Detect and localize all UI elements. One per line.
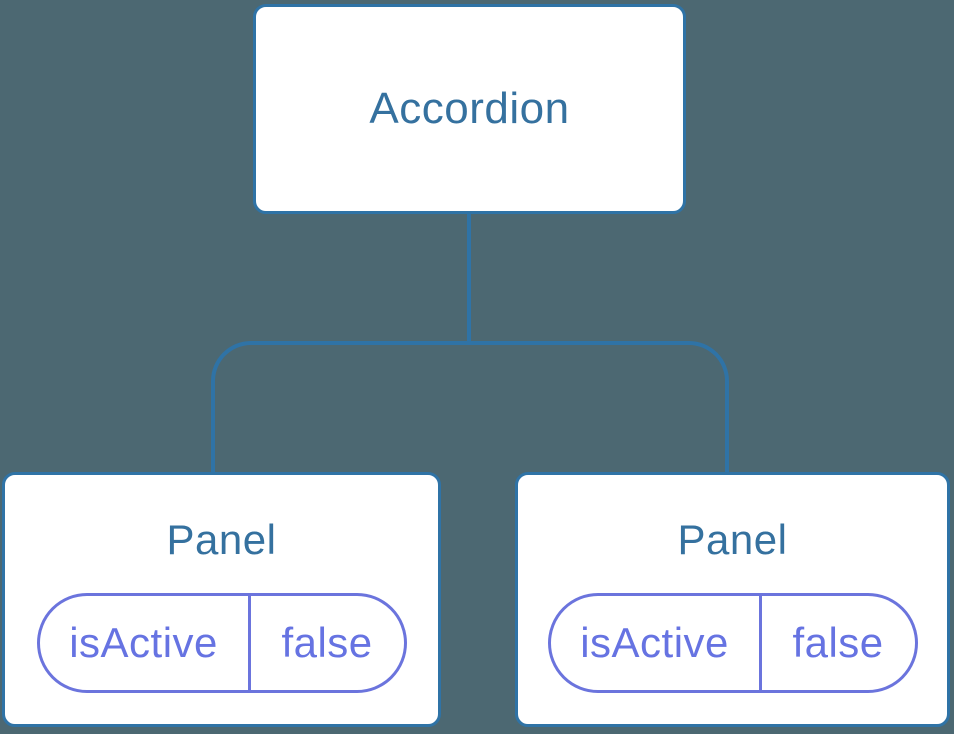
connector-branch-bracket (211, 341, 729, 472)
state-pill-right: isActive false (547, 593, 918, 693)
state-pill-left-value-cell: false (251, 596, 404, 690)
accordion-node-label: Accordion (369, 84, 570, 133)
state-pill-right-name-cell: isActive (551, 596, 762, 690)
state-pill-left: isActive false (36, 593, 407, 693)
state-pill-left-name-cell: isActive (40, 596, 251, 690)
panel-node-left-label: Panel (166, 516, 277, 563)
panel-node-left: Panel isActive false (2, 472, 441, 727)
state-pill-right-value-cell: false (762, 596, 915, 690)
state-value-label: false (281, 619, 373, 666)
state-value-label: false (792, 619, 884, 666)
panel-node-right-content: Panel isActive false (518, 475, 947, 724)
state-name-label: isActive (580, 619, 729, 666)
panel-node-right: Panel isActive false (515, 472, 950, 727)
accordion-node: Accordion (253, 4, 686, 214)
connector-stem-line (467, 212, 471, 345)
panel-node-right-label: Panel (677, 516, 788, 563)
state-name-label: isActive (69, 619, 218, 666)
panel-node-left-content: Panel isActive false (5, 475, 438, 724)
